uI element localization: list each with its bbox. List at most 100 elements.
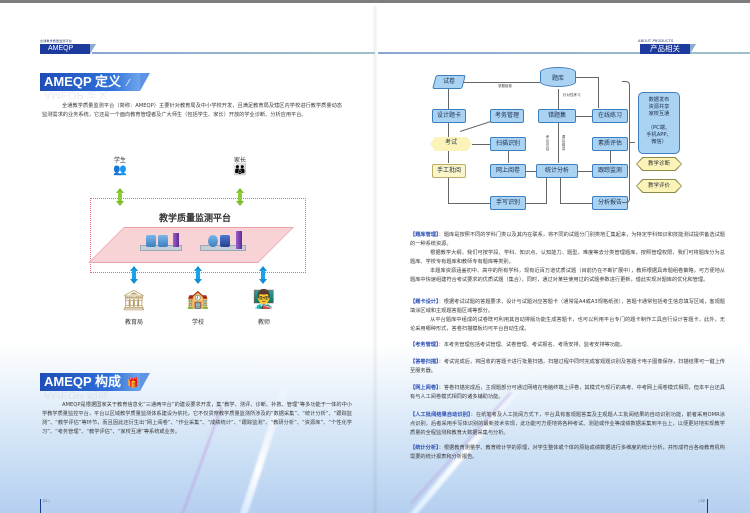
- platform-diagram: 教学质量监测平台 学生 👥 家长 👪 🏛 教育局 🏫: [70, 153, 320, 343]
- actor-label: 教育局: [124, 319, 143, 326]
- flow-node-quality-assessment: 素质评估: [592, 137, 628, 151]
- workflow-flowchart: 录题组卷 针对性练习 考后总结 课后错讲 试卷 题库 设计题卡 考务管理 错题集…: [400, 65, 700, 215]
- flow-connector: [442, 82, 540, 83]
- flow-node-scan-recognition: 扫描识别: [490, 137, 526, 151]
- definition-heading-text: AMEQP 定义: [44, 74, 122, 89]
- actor-education-bureau: 🏛 教育局: [112, 289, 156, 326]
- flow-connector: [448, 123, 449, 139]
- feature-question-bank: 【题库管理】：题库是按照不同的学科门类以及其内在联系，将不同的试题分门别类地汇集…: [410, 232, 725, 283]
- feature-label: 【考务管理】: [410, 342, 439, 348]
- page-gutter: [372, 6, 378, 513]
- header-subtitle: ABOUT PRODUCTS: [638, 39, 674, 43]
- server-tower-icon: [236, 231, 242, 249]
- flow-node-analysis-report: 分析报告: [592, 196, 628, 210]
- edge-label: 录题组卷: [498, 84, 512, 88]
- platform-title: 教学质量监测平台: [158, 214, 231, 224]
- feature-online-marking: 【网上阅卷】：答卷扫描完成后，主观题部分可通过网络在电脑终端上评卷，其模式与现行…: [410, 385, 725, 400]
- bidirectional-arrow-icon: [194, 266, 202, 284]
- server-icon: [146, 235, 156, 247]
- flow-connector: [546, 177, 547, 204]
- flow-node-online-marking: 网上阅卷: [490, 164, 526, 178]
- feature-label: 【答卷扫描】: [410, 359, 439, 365]
- flow-connector: [448, 89, 449, 109]
- definition-heading: AMEQP 定义 ⁄: [40, 73, 150, 91]
- flow-connector: [598, 77, 599, 108]
- server-icon: [158, 235, 168, 247]
- feature-label: 【题库管理】: [410, 232, 439, 238]
- heading-reflection: AMEQP 定义: [44, 91, 109, 99]
- database-icon: [220, 235, 230, 247]
- actor-label: 家长: [233, 157, 246, 164]
- flow-node-statistical-analysis: 统计分析: [536, 164, 578, 178]
- definition-paragraph: 全通教学质量监测平台（简称：AMEQP）主要针对教育局及中小学校开发，且满足教育…: [42, 103, 342, 118]
- education-bureau-icon: 🏛: [121, 288, 147, 312]
- parents-icon: 👪: [233, 163, 247, 176]
- flow-connector: [610, 151, 611, 163]
- edge-label: 课后错讲: [562, 135, 566, 151]
- flow-node-online-practice: 在线练习: [592, 109, 628, 123]
- platform-plane: [88, 227, 294, 263]
- flow-connector: [526, 203, 546, 204]
- actor-label: 教师: [257, 319, 270, 326]
- flow-node-tracking-monitor: 跟踪监测: [592, 164, 628, 178]
- left-running-header: 全通教学质量监测平台 AMEQP: [40, 39, 375, 55]
- feature-answer-scanning: 【答卷扫描】：考试完成后，将回收的答题卡进行批量扫描，扫描过程中同时完成客观题识…: [410, 359, 725, 374]
- composition-heading-text: AMEQP 构成: [44, 374, 122, 389]
- bidirectional-arrow-icon: [130, 266, 138, 284]
- feature-label: 【统计分析】: [410, 445, 439, 451]
- pen-stroke-icon: ⁄: [127, 78, 129, 89]
- feature-exam-management: 【考务管理】：本考务管理包括考试管理、试卷管理、考试报名、考场安排、监考安排等功…: [410, 342, 626, 348]
- publish-box: 数据发布 资源共享 家校互通 （PC端、 手机APP、 微信）: [638, 92, 680, 154]
- edge-label: 考后总结: [546, 135, 550, 151]
- school-icon: 🏫: [186, 289, 210, 310]
- flow-connector: [526, 171, 538, 172]
- actor-students: 学生 👥: [100, 155, 140, 176]
- right-running-header: ABOUT PRODUCTS 产品相关: [378, 39, 750, 55]
- bidirectional-arrow-icon: [236, 188, 244, 206]
- flow-connector: [560, 177, 561, 203]
- flow-connector: [576, 77, 598, 78]
- flow-connector: [560, 203, 592, 204]
- flow-node-test-paper: 试卷: [432, 75, 466, 89]
- grouping-brace: [622, 81, 635, 203]
- composition-paragraph: AMEQP是根据国家关于教育信息化“三通两平台”的建设要求开发，集“教学、测评、…: [42, 402, 352, 435]
- heading-reflection: AMEQP 构成: [44, 391, 109, 399]
- background-wave: [0, 343, 750, 513]
- flow-connector: [448, 151, 449, 163]
- feature-manual-result-recognition: 【人工批阅结果自动识别】：在纸笔考及人工批阅方式下，平台具有客观题答案及主观题人…: [410, 412, 725, 436]
- feature-label: 【题卡设计】: [410, 299, 439, 305]
- flow-node-manual-grading: 手工批阅: [432, 164, 466, 178]
- flow-node-error-collection: 错题集: [538, 109, 576, 123]
- actor-teacher: 👨‍🏫 教师: [242, 289, 286, 326]
- header-rule: [378, 52, 750, 54]
- edge-label: 针对性练习: [563, 93, 581, 97]
- composition-heading: AMEQP 构成 🎁: [40, 373, 150, 391]
- flow-node-handwriting-recognition: 手写识别: [490, 196, 526, 210]
- feature-statistical-analysis: 【统计分析】：根据教育测量学、教育统计学的原理，对学生整体或个体的原始成绩数据进…: [410, 445, 725, 460]
- database-icon: [208, 235, 218, 247]
- flow-connector: [576, 116, 592, 117]
- flow-connector: [578, 171, 592, 172]
- flow-connector: [472, 144, 490, 145]
- page-number-right: / 02: [698, 499, 708, 513]
- page-number-left: 01 /: [40, 499, 50, 513]
- header-rule: [92, 52, 375, 54]
- gift-box-icon: 🎁: [127, 378, 140, 389]
- flow-node-exam: 考试: [430, 137, 472, 151]
- header-subtitle: 全通教学质量监测平台: [40, 39, 73, 43]
- actor-label: 学生: [113, 157, 126, 164]
- teacher-icon: 👨‍🏫: [252, 289, 276, 310]
- bidirectional-arrow-icon: [259, 266, 267, 284]
- flow-node-design-answer-card: 设计题卡: [432, 109, 466, 123]
- tag-teaching-diagnosis: 教学诊断: [637, 158, 681, 170]
- actor-school: 🏫 学校: [176, 289, 220, 326]
- flow-connector: [448, 177, 449, 203]
- feature-answer-card-design: 【题卡设计】：根据考试试题的答题要求，设计与试题对应答题卡（通常是A4或A3规格…: [410, 299, 725, 332]
- students-icon: 👥: [113, 163, 127, 176]
- tag-teaching-evaluation: 教学评价: [637, 180, 681, 192]
- flow-node-exam-management: 考务管理: [490, 109, 524, 123]
- flow-connector: [558, 89, 559, 163]
- flow-connector: [508, 151, 509, 163]
- flow-connector: [448, 203, 490, 204]
